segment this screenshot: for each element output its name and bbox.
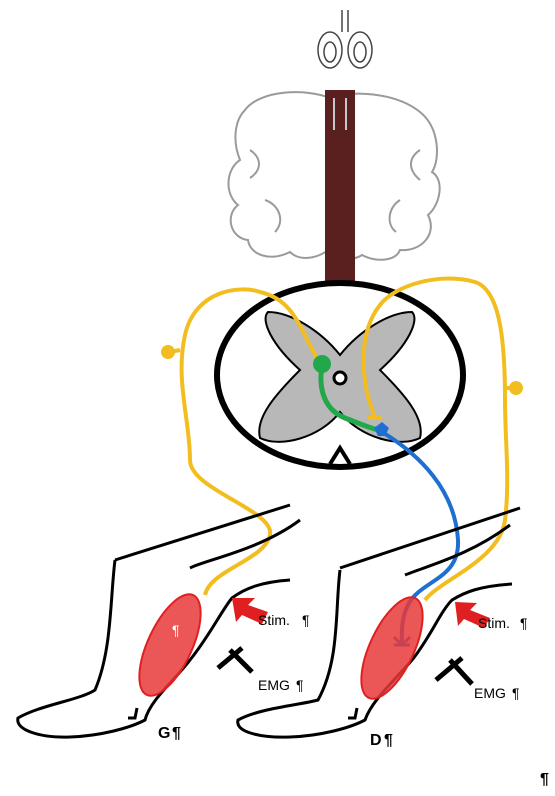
afferent-soma-right (509, 381, 523, 395)
stim-label-left: Stim. (258, 612, 290, 628)
emg-electrode-left (218, 648, 252, 672)
panel-label-right: D (370, 732, 382, 749)
emg-label-left: EMG (258, 677, 290, 693)
stim-pilcrow-left: ¶ (302, 612, 310, 628)
trailing-pilcrow: ¶ (540, 771, 549, 788)
panel-pilcrow-right: ¶ (384, 732, 393, 749)
stim-label-right: Stim. (478, 615, 510, 631)
brainstem-icon (318, 10, 372, 68)
ankle-tick-left (128, 708, 137, 718)
emg-pilcrow-left: ¶ (296, 677, 304, 693)
afferent-soma-left (161, 345, 175, 359)
muscle-pilcrow-left: ¶ (172, 622, 180, 638)
spinal-cord-section (217, 283, 463, 467)
central-canal (334, 372, 346, 384)
stim-pilcrow-right: ¶ (520, 615, 528, 631)
panel-pilcrow-left: ¶ (172, 725, 181, 742)
panel-label-left: G (158, 725, 170, 742)
emg-pilcrow-right: ¶ (512, 685, 520, 701)
emg-label-right: EMG (474, 685, 506, 701)
ankle-tick-right (348, 708, 357, 718)
emg-electrode-right (436, 658, 472, 684)
